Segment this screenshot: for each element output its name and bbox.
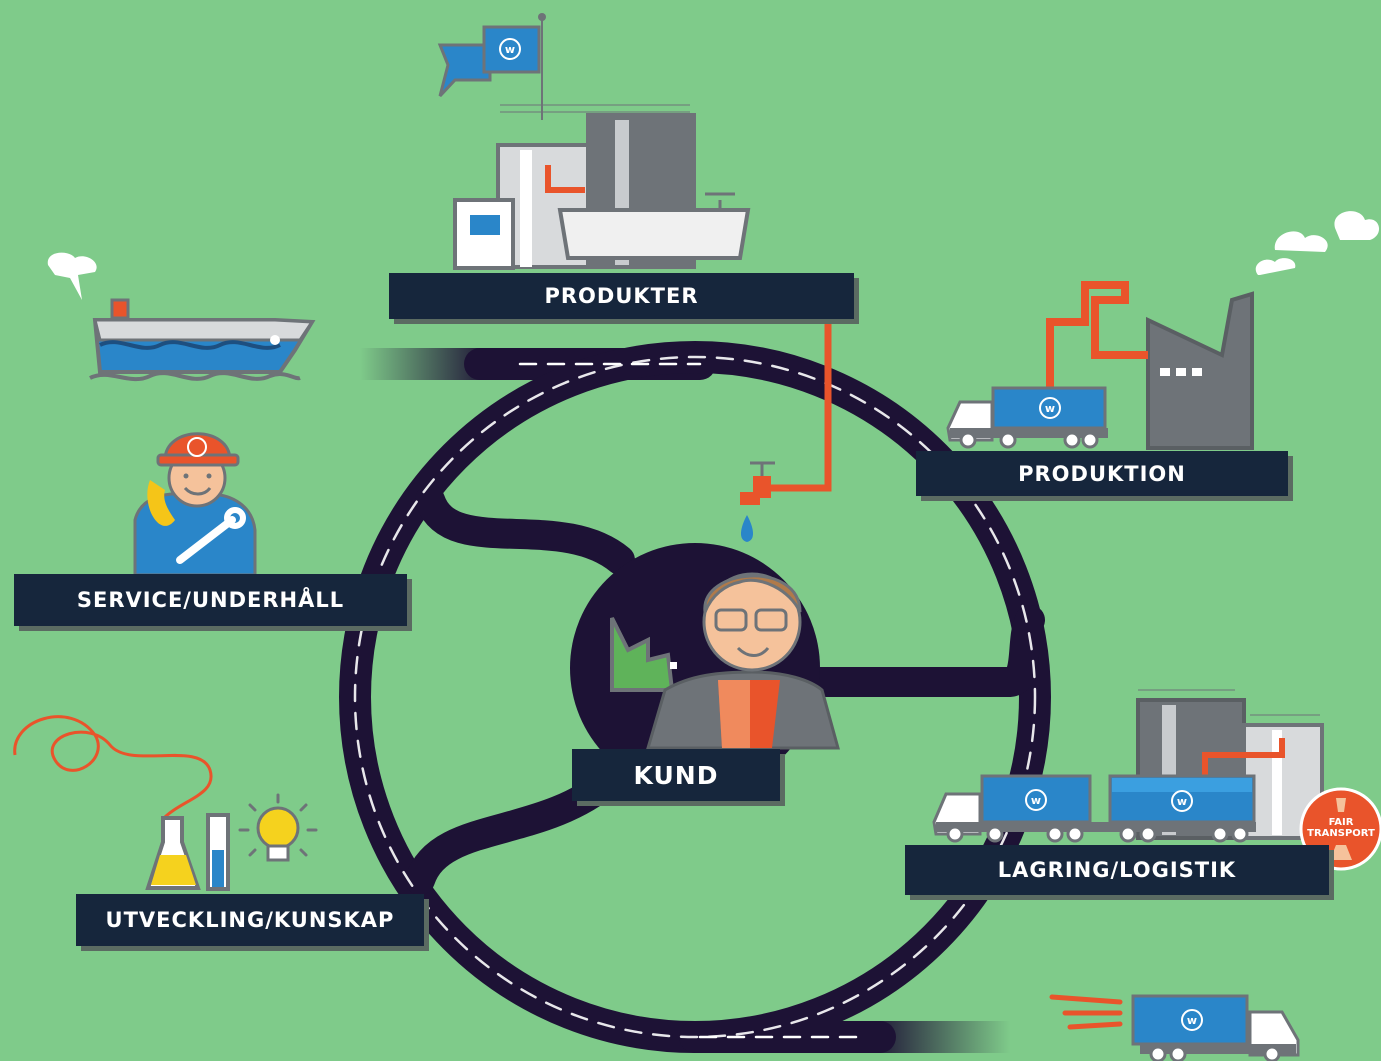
- label-produkter: PRODUKTER: [389, 273, 854, 319]
- production-factory-icon: [1046, 211, 1380, 450]
- tap-icon: [740, 322, 832, 542]
- badge-line-2: TRANSPORT: [1307, 828, 1375, 839]
- lightbulb-icon: [238, 793, 318, 862]
- label-kund: KUND: [572, 749, 780, 801]
- fair-transport-text: FAIR TRANSPORT: [1306, 817, 1376, 839]
- logistics-truck-icon: [932, 774, 1256, 843]
- label-utveckling: UTVECKLING/KUNSKAP: [76, 894, 424, 946]
- label-service: SERVICE/UNDERHÅLL: [14, 574, 407, 626]
- flask-icon: [13, 715, 230, 891]
- flag-icon: [437, 13, 546, 120]
- customer-icon: [610, 572, 840, 750]
- badge-line-1: FAIR: [1328, 817, 1354, 828]
- worker-icon: [133, 432, 257, 577]
- label-produktion: PRODUKTION: [916, 451, 1288, 496]
- truck-icon: [946, 386, 1108, 449]
- bottom-truck-icon: [1049, 994, 1300, 1061]
- factory-icon: [453, 104, 751, 270]
- label-lagring: LAGRING/LOGISTIK: [905, 845, 1329, 895]
- ship-icon: [47, 252, 316, 382]
